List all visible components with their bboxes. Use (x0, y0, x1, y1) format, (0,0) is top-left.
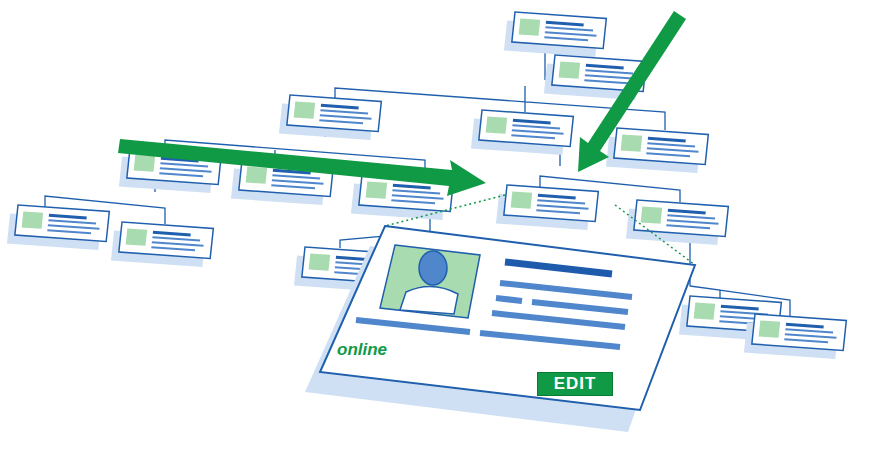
profile-card-text: online (337, 340, 387, 360)
profile-card: onlineEDIT (318, 224, 698, 416)
edit-button: EDIT (537, 372, 613, 396)
green-arrows (118, 11, 686, 196)
small-cards (7, 12, 846, 360)
edit-button-text: EDIT (538, 374, 612, 394)
profile-card (305, 226, 695, 432)
